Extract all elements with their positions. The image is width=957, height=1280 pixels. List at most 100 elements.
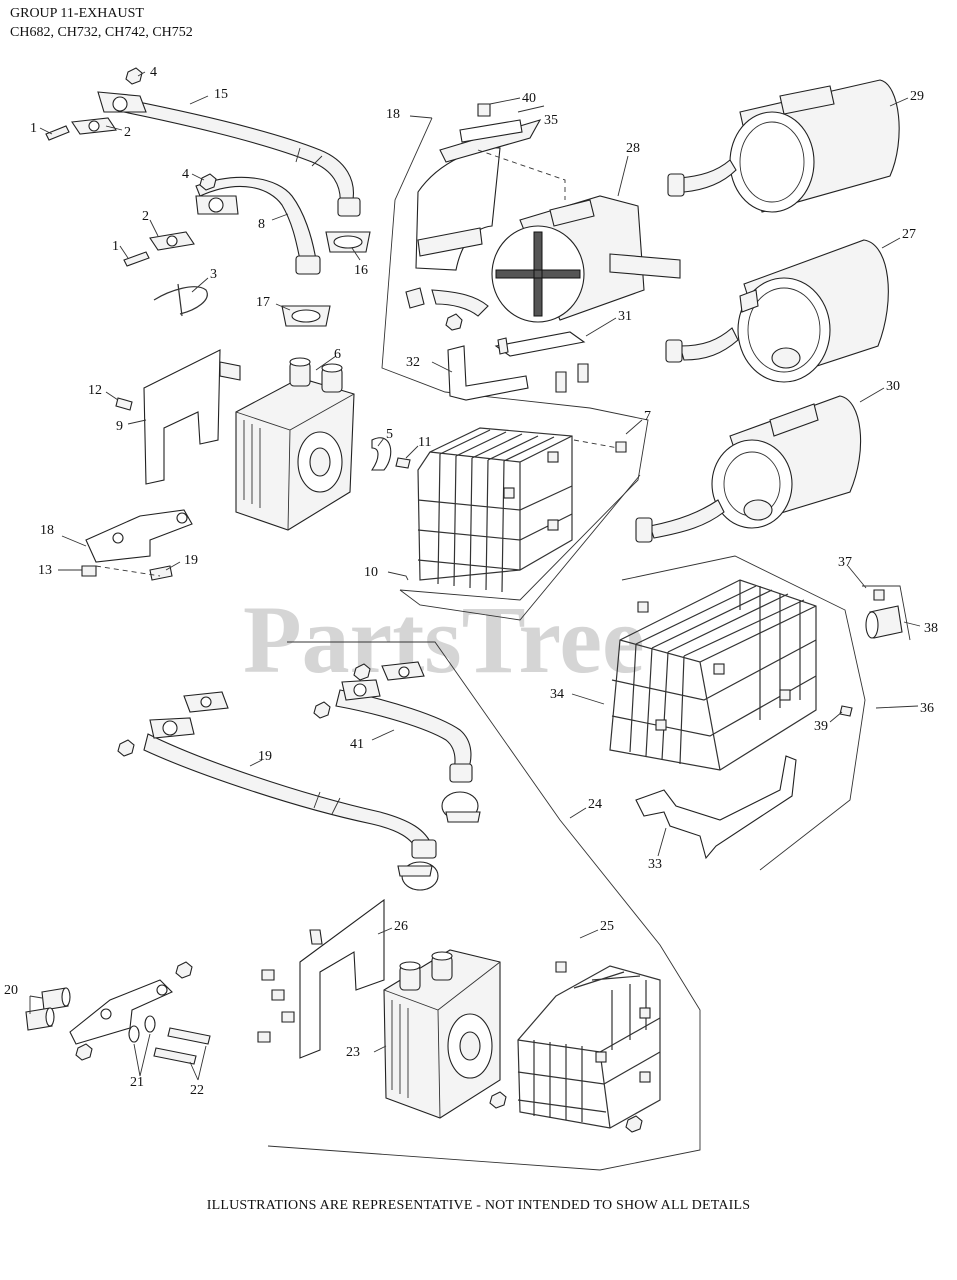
- leader-35: [477, 149, 566, 200]
- nut-25: [625, 1115, 643, 1133]
- callout-9: 9: [116, 419, 123, 434]
- callout-33: 33: [648, 857, 662, 872]
- callout-11: 11: [418, 435, 431, 450]
- leader-7-screw: [573, 439, 619, 449]
- muffler-29: [667, 79, 900, 213]
- screw-11: [395, 457, 411, 469]
- stud-1-mid: [123, 251, 150, 267]
- nut-20-top: [175, 961, 193, 979]
- guard-cage-10: [417, 427, 573, 593]
- callout-20: 20: [4, 983, 18, 998]
- screw-7: [615, 441, 627, 453]
- callout-29: 29: [910, 89, 924, 104]
- callout-31: 31: [618, 309, 632, 324]
- callout-24: 24: [588, 797, 602, 812]
- callout-12: 12: [88, 383, 102, 398]
- bracket-33: [635, 755, 797, 860]
- gasket-41: [381, 661, 425, 681]
- clip-5: [370, 437, 392, 471]
- callout-10: 10: [364, 565, 378, 580]
- guard-cage-25: [517, 965, 661, 1129]
- outline-37-38: [862, 585, 911, 641]
- screws-26: [257, 969, 295, 1043]
- callout-4b: 4: [182, 167, 189, 182]
- nut-20-bottom: [75, 1043, 93, 1061]
- bracket-31: [494, 331, 586, 357]
- callout-23: 23: [346, 1045, 360, 1060]
- exhaust-pipe-8: [195, 176, 321, 275]
- callout-labels: 4 1 2 15 4 2 1 8 16 17 3 6 12 9 5 11 18 …: [4, 65, 938, 1098]
- bracket-20: [69, 979, 173, 1045]
- muffler-28: [405, 195, 681, 331]
- callout-1b: 1: [112, 239, 119, 254]
- washers-21: [128, 1015, 156, 1043]
- clamp-lower-a: [441, 791, 481, 823]
- callout-22: 22: [190, 1083, 204, 1098]
- callout-19: 19: [258, 749, 272, 764]
- callout-15: 16: [354, 263, 368, 278]
- bracket-16: [85, 509, 193, 563]
- clamp-15-lower: [281, 305, 331, 327]
- spark-arrestor-38: [865, 605, 903, 639]
- callout-5: 5: [386, 427, 393, 442]
- callout-7: 7: [644, 409, 651, 424]
- nut-19: [117, 739, 135, 757]
- callout-3: 3: [210, 267, 217, 282]
- screws-31: [555, 363, 589, 393]
- clamp-15-upper: [325, 231, 371, 253]
- gasket-2-top: [71, 117, 117, 135]
- heat-shield-9: [143, 349, 241, 485]
- group-title: GROUP 11-EXHAUST: [10, 6, 144, 21]
- nut-4-mid: [199, 173, 217, 191]
- callout-18: 18: [386, 107, 400, 122]
- nut-23: [489, 1091, 507, 1109]
- callout-32: 32: [406, 355, 420, 370]
- bracket-35: [459, 119, 523, 143]
- stud-1-top: [45, 125, 70, 141]
- callout-37: 37: [838, 555, 852, 570]
- model-list: CH682, CH732, CH742, CH752: [10, 25, 193, 40]
- callout-14: 15: [214, 87, 228, 102]
- callout-36: 36: [920, 701, 934, 716]
- watermark: PartsTree: [243, 586, 645, 693]
- nut-41-b: [313, 701, 331, 719]
- screw-25-top: [555, 961, 567, 973]
- gasket-2-mid: [149, 231, 195, 251]
- exhaust-pipe-19: [143, 717, 437, 859]
- leader-16-17: [95, 565, 161, 577]
- disclaimer: ILLUSTRATIONS ARE REPRESENTATIVE - NOT I…: [206, 1198, 751, 1213]
- group-outline-24: [267, 641, 701, 1171]
- callout-17: 19: [184, 553, 198, 568]
- screw-37: [873, 589, 885, 601]
- callout-28: 28: [626, 141, 640, 156]
- callout-34: 34: [550, 687, 564, 702]
- callout-38: 38: [924, 621, 938, 636]
- diagram-header: GROUP 11-EXHAUST CH682, CH732, CH742, CH…: [10, 4, 193, 42]
- callout-35: 35: [544, 113, 558, 128]
- screw-39: [839, 705, 853, 717]
- callout-21: 21: [130, 1075, 144, 1090]
- callout-30: 30: [886, 379, 900, 394]
- callout-2: 2: [124, 125, 131, 140]
- callout-6: 6: [334, 347, 341, 362]
- screw-12: [115, 397, 133, 411]
- group-outline-7: [399, 474, 641, 621]
- group-outline-18: [381, 117, 649, 601]
- callout-41: 41: [350, 737, 364, 752]
- callout-27: 27: [902, 227, 916, 242]
- callout-8: 8: [258, 217, 265, 232]
- callout-2b: 2: [142, 209, 149, 224]
- callout-39: 39: [814, 719, 828, 734]
- callout-1: 1: [30, 121, 37, 136]
- muffler-23: [383, 949, 501, 1119]
- muffler-27: [665, 239, 889, 383]
- callout-15b: 17: [256, 295, 270, 310]
- gasket-19: [183, 691, 229, 713]
- callout-13: 13: [38, 563, 52, 578]
- muffler-6: [235, 357, 355, 531]
- screw-40: [477, 103, 491, 117]
- bracket-32: [447, 345, 529, 401]
- bolts-22: [153, 1027, 211, 1065]
- callout-16: 18: [40, 523, 54, 538]
